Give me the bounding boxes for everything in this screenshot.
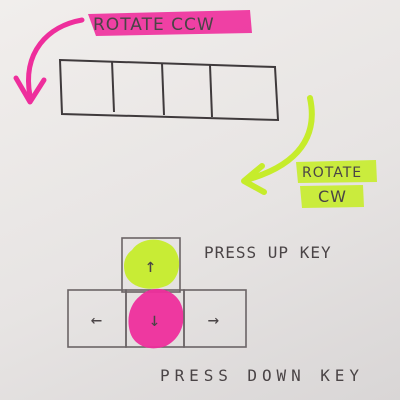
rotate-cw-label-line1: ROTATE	[302, 165, 362, 181]
right-arrow-icon: →	[208, 309, 220, 331]
i-piece-outline	[58, 58, 280, 122]
cw-arrow	[241, 95, 315, 195]
arrow-keys: ↑ ← ↓ →	[67, 237, 247, 349]
right-key: →	[183, 289, 247, 348]
rotate-ccw-annotation: ROTATE CCW	[88, 10, 252, 36]
press-down-key-label: PRESS DOWN KEY	[160, 366, 360, 385]
i-piece-divider-1	[111, 60, 115, 113]
i-piece-horizontal	[58, 58, 280, 122]
i-piece-divider-3	[209, 64, 213, 118]
rotate-ccw-highlight	[88, 10, 252, 36]
rotate-cw-label-line2: CW	[318, 187, 347, 206]
down-arrow-icon: ↓	[149, 309, 161, 331]
rotate-cw-highlight-line1	[296, 160, 377, 183]
down-key: ↓	[125, 288, 185, 349]
up-arrow-icon: ↑	[145, 255, 157, 277]
right-key-box	[183, 289, 247, 348]
up-key-highlight	[124, 239, 180, 289]
down-key-highlight	[128, 288, 184, 349]
left-arrow-icon: ←	[91, 309, 103, 331]
ccw-arrow-curve	[26, 17, 85, 99]
press-up-key-label: PRESS UP KEY	[204, 243, 332, 262]
rotate-cw-highlight-line2	[300, 185, 364, 208]
left-key: ←	[67, 289, 127, 348]
cw-arrow-head	[241, 163, 267, 195]
cw-arrow-curve	[243, 95, 315, 183]
i-piece-divider-2	[161, 62, 165, 116]
rotate-cw-annotation: ROTATE CW	[296, 160, 377, 208]
up-key: ↑	[121, 237, 181, 293]
ccw-arrow-head	[13, 75, 47, 105]
ccw-arrow	[13, 17, 85, 105]
rotate-ccw-label: ROTATE CCW	[93, 15, 215, 35]
